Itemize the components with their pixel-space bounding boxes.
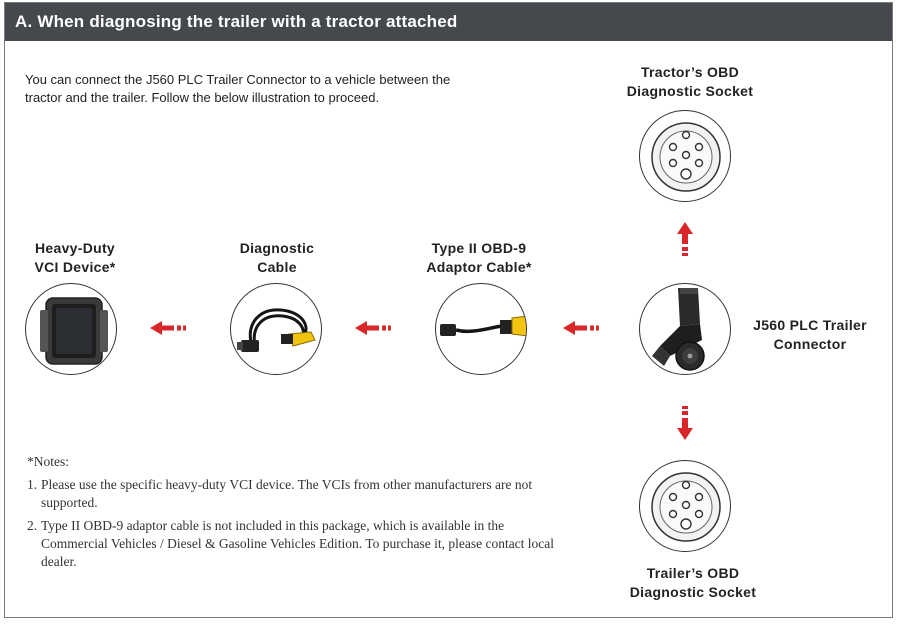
red-arrow-icon: [677, 222, 693, 256]
trailer-connector-icon: [652, 288, 705, 371]
adaptor-cable-label: Type II OBD-9 Adaptor Cable*: [426, 240, 532, 275]
vci-device-icon: [40, 297, 108, 365]
trailer-connector-label: J560 PLC Trailer Connector: [753, 317, 867, 352]
tractor-socket-label: Tractor’s OBD Diagnostic Socket: [626, 64, 754, 99]
note-number: 1.: [27, 477, 38, 492]
page-frame: [4, 2, 893, 618]
red-arrow-icon: [563, 321, 599, 335]
trailer-connector-circle: [639, 283, 731, 375]
note-text: Please use the specific heavy-duty VCI d…: [41, 477, 533, 510]
note-item: 1. Please use the specific heavy-duty VC…: [27, 476, 567, 512]
adaptor-cable-icon: [440, 315, 526, 337]
red-arrow-icon: [150, 321, 186, 335]
section-header: A. When diagnosing the trailer with a tr…: [5, 3, 892, 41]
notes-title: *Notes:: [27, 454, 69, 469]
vci-device-circle: [25, 283, 117, 375]
trailer-socket-label: Trailer’s OBD Diagnostic Socket: [629, 565, 757, 600]
note-number: 2.: [27, 518, 38, 533]
note-item: 2. Type II OBD-9 adaptor cable is not in…: [27, 517, 567, 571]
tractor-socket-circle: [639, 110, 731, 202]
red-arrow-icon: [677, 406, 693, 440]
obd-socket-icon: [651, 122, 721, 192]
trailer-socket-circle: [639, 460, 731, 552]
obd-socket-icon: [651, 472, 721, 542]
note-text: Type II OBD-9 adaptor cable is not inclu…: [41, 518, 555, 569]
intro-text: You can connect the J560 PLC Trailer Con…: [25, 72, 451, 105]
diagnostic-cable-label: Diagnostic Cable: [239, 240, 315, 275]
diagnostic-cable-circle: [230, 283, 322, 375]
adaptor-cable-circle: [435, 283, 527, 375]
notes-section: *Notes: 1. Please use the specific heavy…: [27, 453, 567, 576]
red-arrow-icon: [355, 321, 391, 335]
diagnostic-cable-icon: [237, 308, 316, 352]
vci-device-label: Heavy-Duty VCI Device*: [34, 240, 116, 275]
